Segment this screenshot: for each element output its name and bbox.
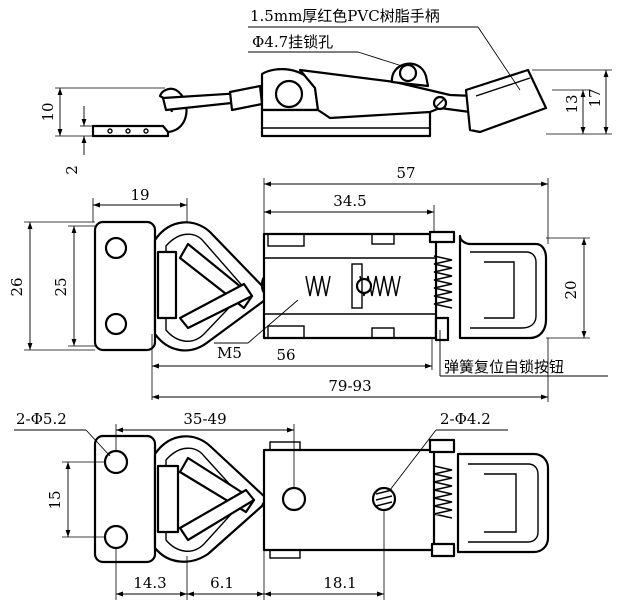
dim-height-10: 10 — [39, 102, 57, 121]
top-view — [93, 220, 548, 352]
dim-offset-18-1: 18.1 — [323, 574, 356, 592]
label-spring-lock-button: 弹簧复位自锁按钮 — [444, 358, 564, 376]
dim-overall-57: 57 — [396, 164, 415, 182]
dim-height-17: 17 — [586, 88, 604, 107]
label-thread-m5: M5 — [217, 344, 242, 362]
dim-range-35-49: 35-49 — [183, 410, 226, 428]
dim-height-13: 13 — [563, 94, 581, 113]
label-lock-hole: Φ4.7挂锁孔 — [252, 33, 333, 51]
dim-spring-34-5: 34.5 — [333, 192, 366, 210]
label-holes-right: 2-Φ4.2 — [440, 410, 491, 428]
dim-offset-14-3: 14.3 — [133, 574, 166, 592]
label-handle-material: 1.5mm厚红色PVC树脂手柄 — [250, 7, 440, 25]
label-holes-left: 2-Φ5.2 — [16, 410, 67, 428]
dim-length-56: 56 — [276, 346, 295, 364]
dim-height-25: 25 — [52, 277, 70, 296]
side-view — [91, 62, 548, 138]
top-view-dimensions: 19 57 34.5 26 25 20 56 79-93 — [8, 164, 608, 402]
dim-width-20: 20 — [562, 280, 580, 299]
dim-width-19: 19 — [130, 186, 149, 204]
dim-height-26: 26 — [8, 277, 26, 296]
dim-range-79-93: 79-93 — [328, 377, 371, 395]
dim-offset-6-1: 6.1 — [210, 574, 234, 592]
dim-thickness-2: 2 — [63, 165, 81, 175]
bottom-view-dimensions: 35-49 2-Φ5.2 2-Φ4.2 15 14.3 6.1 18.1 — [14, 410, 508, 600]
dim-pitch-15: 15 — [46, 490, 64, 509]
bottom-view — [93, 434, 550, 564]
side-view-dimensions: 10 2 13 17 1.5mm厚红色PVC树脂手柄 Φ4.7挂锁孔 — [39, 7, 612, 175]
